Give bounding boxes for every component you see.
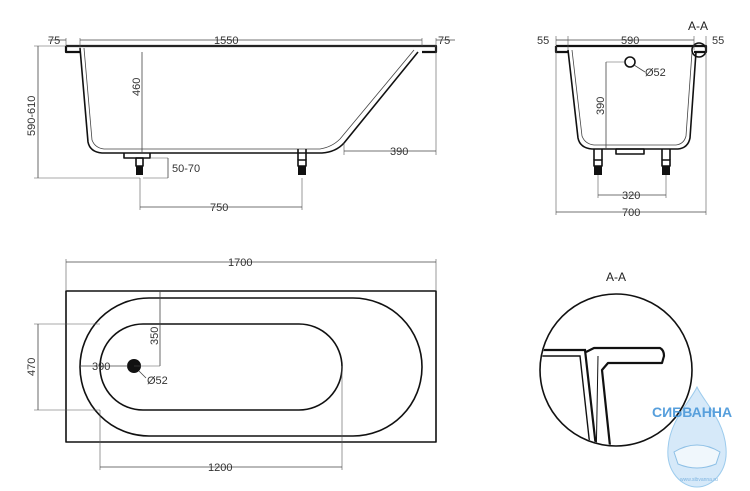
plan-outer-rect xyxy=(65,290,437,443)
watermark-logo: СИБВАННА www.sibvanna.ru xyxy=(652,385,732,488)
section-width-total-label: 700 xyxy=(622,207,640,219)
section-drain-depth-label: 390 xyxy=(595,97,607,115)
detail-circle xyxy=(539,293,693,447)
watermark-brand: СИБВАННА xyxy=(652,404,732,420)
side-right-rim-label: 75 xyxy=(438,35,450,47)
plan-inner-offset-label: 350 xyxy=(149,327,161,345)
side-length-label: 1550 xyxy=(214,35,238,47)
detail-label: A-A xyxy=(606,270,626,284)
side-view: 75 1550 75 590-610 460 50-70 750 390 xyxy=(26,35,455,214)
section-drain-icon xyxy=(624,56,636,68)
plan-bottom-len-label: 1200 xyxy=(208,462,232,474)
section-drain-dia-label: Ø52 xyxy=(645,67,666,79)
side-tub-body xyxy=(79,47,419,154)
plan-rim-oval xyxy=(79,297,423,437)
side-height-label: 590-610 xyxy=(26,96,38,136)
section-label: A-A xyxy=(688,19,708,33)
plan-drain-offset-label: 390 xyxy=(92,361,110,373)
plan-length-label: 1700 xyxy=(228,257,252,269)
plan-view: 1700 470 350 390 Ø52 1200 xyxy=(26,257,437,474)
side-rim xyxy=(66,44,438,54)
water-drop-icon xyxy=(667,385,727,488)
section-leg-spacing-label: 320 xyxy=(622,190,640,202)
detail-view: A-A xyxy=(539,270,693,447)
section-tub-body xyxy=(567,49,697,150)
side-slope-label: 390 xyxy=(390,146,408,158)
watermark-site: www.sibvanna.ru xyxy=(680,477,718,483)
plan-width-label: 470 xyxy=(26,358,38,376)
section-left-rim-label: 55 xyxy=(537,35,549,47)
section-right-rim-label: 55 xyxy=(712,35,724,47)
side-leg-adjust-label: 50-70 xyxy=(172,163,200,175)
side-leg-spacing-label: 750 xyxy=(210,202,228,214)
side-left-rim-label: 75 xyxy=(48,35,60,47)
section-width-top-label: 590 xyxy=(621,35,639,47)
side-depth-label: 460 xyxy=(131,78,143,96)
section-view: A-A 55 590 55 390 Ø52 320 700 xyxy=(537,19,724,219)
plan-drain-dia-label: Ø52 xyxy=(147,375,168,387)
